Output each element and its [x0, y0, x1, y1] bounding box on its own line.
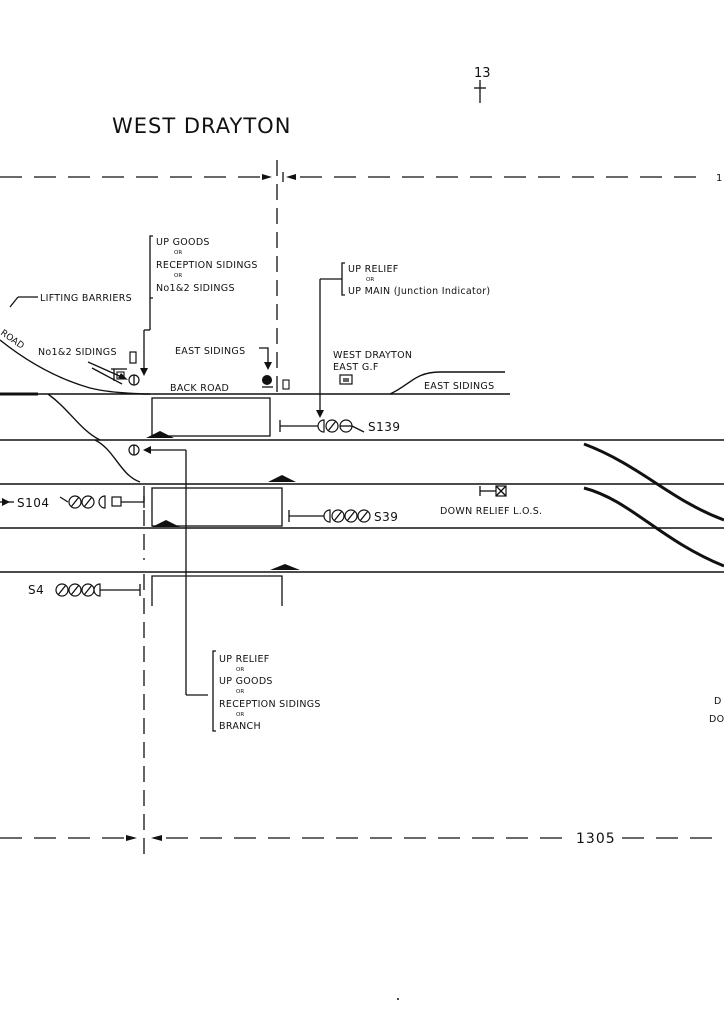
- page-marker: 13: [474, 66, 491, 81]
- signal-s104-icon: [59, 495, 145, 509]
- top-dimension-line: [0, 172, 705, 182]
- east-sidings-left-label: EAST SIDINGS: [175, 346, 245, 357]
- bottom-indicator-box: [212, 650, 216, 732]
- lifting-barriers-label: LIFTING BARRIERS: [40, 293, 132, 304]
- platform-upper: [151, 397, 271, 437]
- signal-s104-label: S104: [17, 496, 50, 510]
- signal-s139-label: S139: [368, 420, 401, 434]
- svg-text:OR: OR: [174, 250, 182, 256]
- bottom-up-goods-label: UP GOODS: [219, 676, 273, 687]
- up-goods-indicator-box: [140, 235, 153, 376]
- cut-off-road-label: ROAD: [0, 328, 26, 351]
- down-relief-los-label: DOWN RELIEF L.O.S.: [440, 506, 542, 517]
- ground-frame-label-2: EAST G.F: [333, 362, 379, 373]
- ground-frame-icon: [129, 351, 137, 364]
- svg-text:OR: OR: [236, 689, 244, 695]
- up-goods-label: UP GOODS: [156, 237, 210, 248]
- signal-s4-icon: [55, 583, 141, 597]
- signal-s139-icon: [279, 419, 365, 433]
- svg-text:OR: OR: [366, 277, 374, 283]
- cut-off-label-1: D: [714, 696, 722, 707]
- siding-signal-icon: [262, 375, 272, 385]
- platform-lower: [151, 575, 283, 606]
- no12-sidings-label: No1&2 SIDINGS: [38, 347, 117, 358]
- ground-frame-box-icon: [339, 374, 353, 385]
- reception-sidings-label: RECEPTION SIDINGS: [156, 260, 258, 271]
- svg-text:OR: OR: [174, 273, 182, 279]
- back-road-label: BACK ROAD: [170, 383, 229, 394]
- track-layout: [0, 339, 724, 573]
- up-relief-indicator-box: [316, 262, 345, 418]
- up-main-junction-label: UP MAIN (Junction Indicator): [348, 286, 490, 297]
- svg-text:OR: OR: [236, 712, 244, 718]
- diagram-title: WEST DRAYTON: [112, 114, 291, 138]
- ground-frame-label-1: WEST DRAYTON: [333, 350, 412, 361]
- signal-s39-label: S39: [374, 510, 398, 524]
- svg-text:OR: OR: [236, 667, 244, 673]
- signal-s39-icon: [288, 509, 371, 523]
- los-indicator-icon: [479, 485, 507, 497]
- up-relief-label: UP RELIEF: [348, 264, 399, 275]
- bottom-up-relief-label: UP RELIEF: [219, 654, 270, 665]
- platform-middle: [151, 487, 283, 527]
- no12-sidings-box-label: No1&2 SIDINGS: [156, 283, 235, 294]
- cut-off-label-2: DO: [709, 714, 724, 725]
- top-right-mileage: 1: [716, 173, 722, 184]
- bottom-reception-sidings-label: RECEPTION SIDINGS: [219, 699, 321, 710]
- bottom-dimension-line: [0, 835, 724, 841]
- track-marker-icon: [146, 431, 174, 438]
- bottom-branch-label: BRANCH: [219, 721, 261, 732]
- east-sidings-right-label: EAST SIDINGS: [424, 381, 494, 392]
- signal-s4-label: S4: [28, 583, 44, 597]
- bottom-mileage: 1305: [576, 831, 616, 847]
